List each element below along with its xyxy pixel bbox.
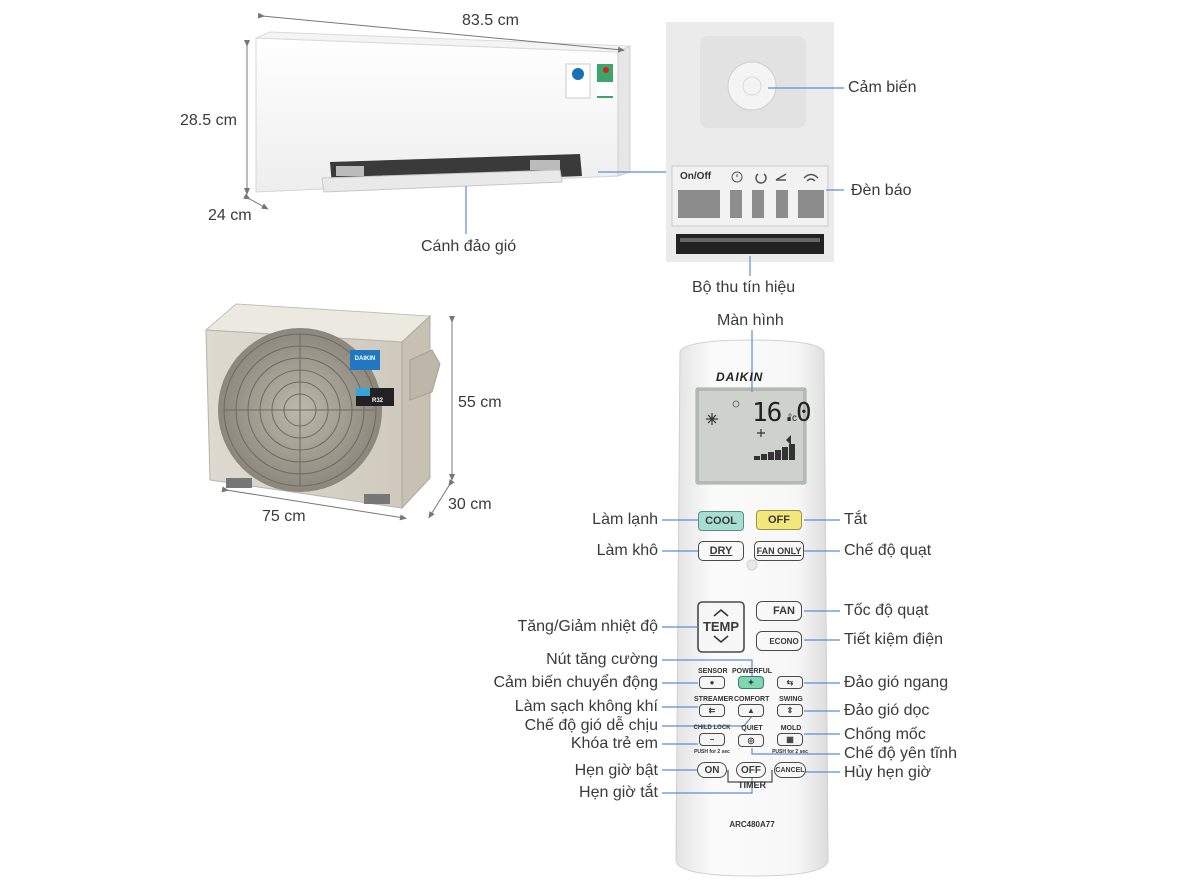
vertical-swing-button[interactable]: ⇕ xyxy=(777,704,803,717)
callout-econo: Tiết kiệm điện xyxy=(844,631,943,648)
horizontal-swing-button[interactable]: ⇆ xyxy=(777,676,803,689)
vertical-swing-icon: ⇕ xyxy=(786,706,794,715)
powerful-button[interactable]: ✦ xyxy=(738,676,764,689)
comfort-button[interactable]: ▲ xyxy=(738,704,764,717)
callout-quiet: Chế độ yên tĩnh xyxy=(844,745,957,762)
indoor-height-label: 28.5 cm xyxy=(180,112,237,129)
streamer-key-label: STREAMER xyxy=(694,696,734,703)
child-lock-button[interactable]: − xyxy=(699,733,725,746)
sensor-label: Cảm biến xyxy=(848,79,917,96)
mold-button[interactable]: ▦ xyxy=(777,733,803,746)
remote-brand-logo: DAIKIN xyxy=(716,370,764,384)
sensor-key-label: SENSOR xyxy=(698,668,728,675)
panel-callout-lines xyxy=(749,87,844,276)
timer-on-button[interactable]: ON xyxy=(697,762,727,778)
callout-vertical-swing: Đảo gió dọc xyxy=(844,702,930,719)
callout-horizontal-swing: Đảo gió ngang xyxy=(844,674,949,691)
callout-mold: Chống mốc xyxy=(844,726,926,743)
callout-off: Tắt xyxy=(844,511,868,528)
comfort-key-label: COMFORT xyxy=(734,696,770,703)
horizontal-swing-icon: ⇆ xyxy=(786,678,794,687)
display-temperature: 16.0 xyxy=(752,398,812,428)
timer-off-button[interactable]: OFF xyxy=(736,762,766,778)
receiver-label: Bộ thu tín hiệu xyxy=(692,279,796,296)
comfort-icon: ▲ xyxy=(747,706,755,715)
quiet-key-label: QUIET xyxy=(741,725,763,732)
remote-model: ARC480A77 xyxy=(729,820,775,829)
econo-button[interactable]: ECONO xyxy=(756,631,802,651)
indoor-width-label: 83.5 cm xyxy=(462,12,519,29)
louver-label: Cánh đảo gió xyxy=(421,238,517,255)
callout-cancel-timer: Hủy hẹn giờ xyxy=(844,764,931,781)
timer-cancel-button[interactable]: CANCEL xyxy=(774,762,806,778)
off-button[interactable]: OFF xyxy=(756,510,802,530)
callout-cool: Làm lạnh xyxy=(592,511,658,528)
screen-label: Màn hình xyxy=(717,312,784,329)
callout-powerful: Nút tăng cường xyxy=(546,651,658,668)
callout-dry: Làm khô xyxy=(596,542,658,559)
mold-icon: ▦ xyxy=(786,735,794,744)
outdoor-height-label: 55 cm xyxy=(458,394,502,411)
callout-timer-on: Hẹn giờ bật xyxy=(574,762,658,779)
remote-callout-lines xyxy=(662,330,840,794)
fan-only-button[interactable]: FAN ONLY xyxy=(754,541,804,561)
display-unit: °c xyxy=(788,413,797,424)
dry-button[interactable]: DRY xyxy=(698,541,744,561)
streamer-icon: ⇇ xyxy=(708,706,716,715)
temp-rocker-button[interactable]: TEMP xyxy=(702,618,740,634)
callout-comfort: Chế độ gió dễ chịu xyxy=(524,717,658,734)
timer-group-label: TIMER xyxy=(738,780,766,790)
indoor-unit-illustration xyxy=(255,31,631,193)
outdoor-brand-logo: DAIKIN xyxy=(354,356,376,362)
outdoor-width-label: 75 cm xyxy=(262,508,306,525)
onoff-indicator-text: On/Off xyxy=(680,171,712,182)
callout-child-lock: Khóa trẻ em xyxy=(570,735,658,752)
fan-speed-button[interactable]: FAN xyxy=(756,601,802,621)
child-lock-push-note: PUSH for 2 sec xyxy=(694,749,730,755)
outdoor-depth-label: 30 cm xyxy=(448,496,492,513)
mold-push-note: PUSH for 2 sec xyxy=(772,749,808,755)
callout-streamer: Làm sạch không khí xyxy=(514,698,658,715)
lock-icon: − xyxy=(709,735,715,744)
outdoor-unit-illustration xyxy=(204,303,441,510)
panel-closeup xyxy=(666,22,834,262)
callout-sensor: Cảm biến chuyển động xyxy=(493,674,658,691)
outdoor-dimension-lines xyxy=(221,316,455,521)
callout-temp: Tăng/Giảm nhiệt độ xyxy=(517,618,658,635)
child-lock-key-label: CHILD LOCK xyxy=(693,725,731,731)
sensor-button[interactable]: ● xyxy=(699,676,725,689)
callout-timer-off: Hẹn giờ tắt xyxy=(579,784,658,801)
streamer-button[interactable]: ⇇ xyxy=(699,704,725,717)
cool-button[interactable]: COOL xyxy=(698,511,744,531)
indoor-depth-label: 24 cm xyxy=(208,207,252,224)
swing-key-label: SWING xyxy=(779,696,803,703)
quiet-button[interactable]: ◎ xyxy=(738,734,764,747)
mold-key-label: MOLD xyxy=(780,725,802,732)
powerful-icon: ✦ xyxy=(747,678,755,687)
outdoor-refrigerant-text: R32 xyxy=(372,398,384,404)
callout-fan-speed: Tốc độ quạt xyxy=(844,602,929,619)
person-icon: ● xyxy=(709,678,715,687)
quiet-icon: ◎ xyxy=(747,736,755,745)
indoor-dimension-lines xyxy=(243,12,625,210)
powerful-key-label: POWERFUL xyxy=(732,668,773,675)
indicator-label: Đèn báo xyxy=(851,182,912,199)
callout-fan-mode: Chế độ quạt xyxy=(844,542,932,559)
